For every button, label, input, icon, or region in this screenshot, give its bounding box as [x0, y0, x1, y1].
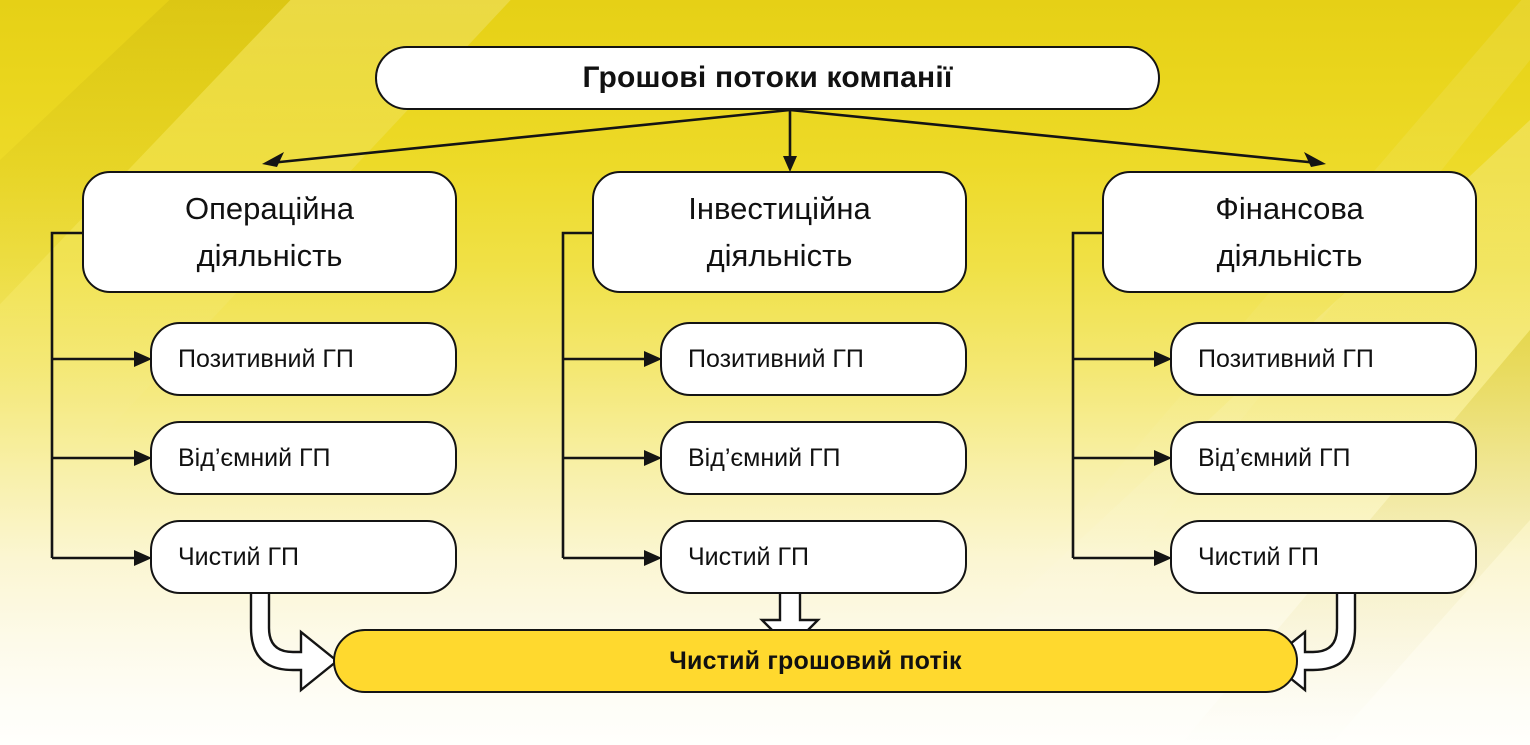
- leaf-label: Позитивний ГП: [178, 344, 354, 373]
- result-node-label: Чистий грошовий потік: [669, 646, 962, 675]
- leaf-node-operational-positive[interactable]: Позитивний ГП: [150, 322, 457, 396]
- leaf-label: Від’ємний ГП: [688, 443, 841, 472]
- leaf-label: Чистий ГП: [1198, 542, 1319, 571]
- leaf-node-financing-negative[interactable]: Від’ємний ГП: [1170, 421, 1477, 495]
- leaf-node-investing-negative[interactable]: Від’ємний ГП: [660, 421, 967, 495]
- category-financing-label-line1: Фінансова: [1215, 190, 1364, 226]
- root-node-company-cash-flows[interactable]: Грошові потоки компанії: [375, 46, 1160, 110]
- category-node-operational[interactable]: Операційна діяльність: [82, 171, 457, 293]
- category-financing-label-line2: діяльність: [1216, 238, 1363, 273]
- root-node-label: Грошові потоки компанії: [582, 61, 953, 94]
- leaf-label: Чистий ГП: [688, 542, 809, 571]
- leaf-node-investing-net[interactable]: Чистий ГП: [660, 520, 967, 594]
- leaf-label: Чистий ГП: [178, 542, 299, 571]
- leaf-node-financing-net[interactable]: Чистий ГП: [1170, 520, 1477, 594]
- category-node-investing[interactable]: Інвестиційна діяльність: [592, 171, 967, 293]
- leaf-label: Від’ємний ГП: [1198, 443, 1351, 472]
- category-investing-label-line2: діяльність: [706, 238, 853, 273]
- category-investing-label-line1: Інвестиційна: [688, 190, 871, 226]
- leaf-node-investing-positive[interactable]: Позитивний ГП: [660, 322, 967, 396]
- leaf-node-operational-negative[interactable]: Від’ємний ГП: [150, 421, 457, 495]
- leaf-label: Позитивний ГП: [688, 344, 864, 373]
- category-operational-label-line1: Операційна: [185, 190, 354, 226]
- result-node-net-cash-flow[interactable]: Чистий грошовий потік: [333, 629, 1298, 693]
- leaf-label: Від’ємний ГП: [178, 443, 331, 472]
- leaf-node-operational-net[interactable]: Чистий ГП: [150, 520, 457, 594]
- leaf-node-financing-positive[interactable]: Позитивний ГП: [1170, 322, 1477, 396]
- category-operational-label-line2: діяльність: [196, 238, 343, 273]
- category-node-financing[interactable]: Фінансова діяльність: [1102, 171, 1477, 293]
- leaf-label: Позитивний ГП: [1198, 344, 1374, 373]
